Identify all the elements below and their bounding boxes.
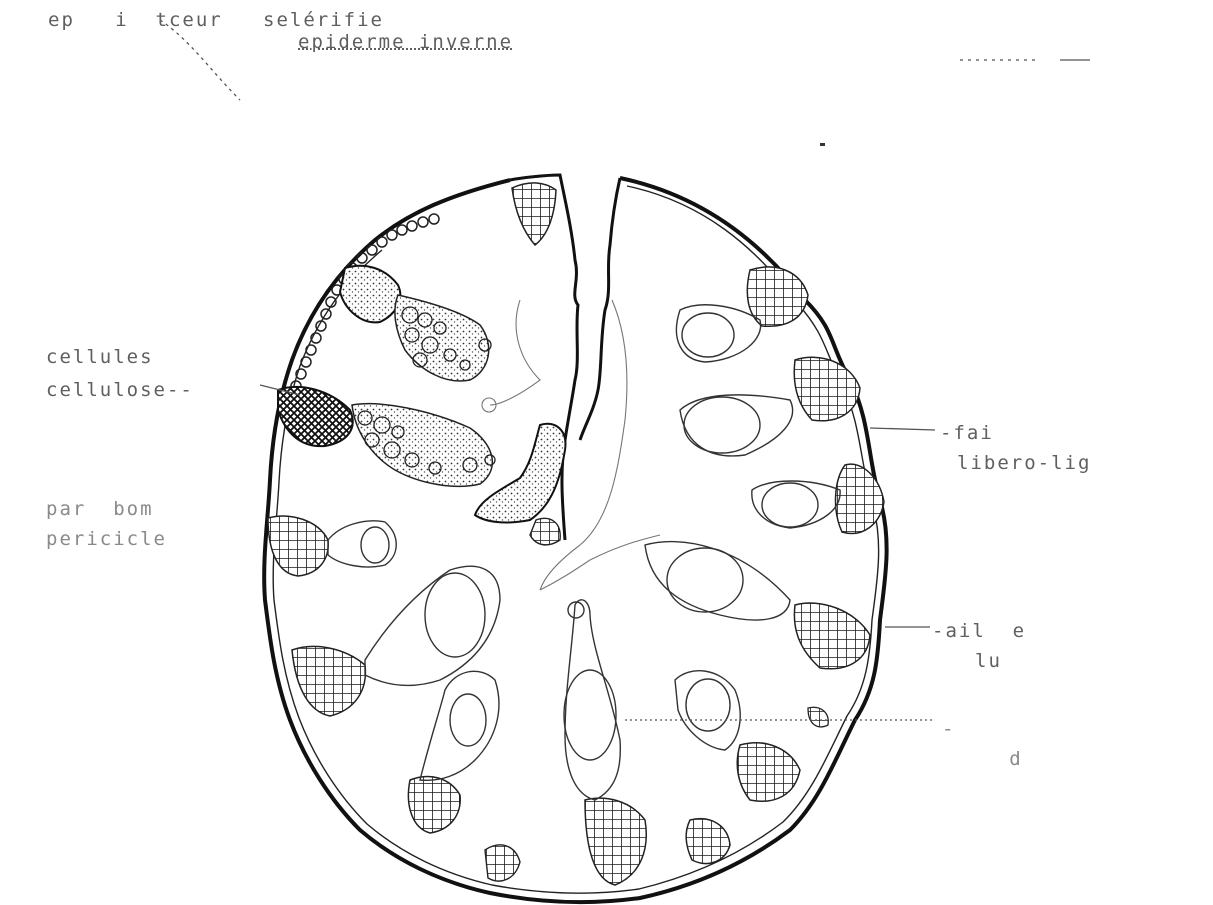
bundle-right-2 xyxy=(680,357,860,456)
bundle-left-3 xyxy=(268,516,396,576)
bundle-right-4 xyxy=(645,542,870,669)
bundle-upper-left xyxy=(512,183,556,245)
label-left-1: cellules xyxy=(46,345,154,369)
bundle-right-3 xyxy=(752,464,884,533)
bundle-bottom-left xyxy=(408,671,520,881)
label-right-2: libero-lig xyxy=(957,451,1132,475)
label-right-6: d xyxy=(942,747,1063,771)
bundle-bottom-center xyxy=(564,600,646,885)
label-left-4: pericicle xyxy=(46,527,167,551)
bundle-left-2 xyxy=(278,387,495,486)
label-left-2: cellulose-- xyxy=(46,378,194,402)
bundle-right-1 xyxy=(676,267,808,362)
label-top-line-1: ep i tceur selérifie xyxy=(48,8,384,32)
label-right-5: - xyxy=(942,717,996,741)
label-left-3: par bom xyxy=(46,497,154,521)
inner-tissue-lines xyxy=(482,300,660,590)
bundle-left-1 xyxy=(340,266,491,381)
label-right-4: lu xyxy=(975,649,1056,673)
bundle-right-5 xyxy=(675,671,828,802)
label-right-1: -fai xyxy=(940,421,1048,445)
label-right-3: -ail e xyxy=(932,619,1026,643)
bundle-bottom-right xyxy=(686,819,730,864)
tiny-dash-mark xyxy=(820,143,825,146)
label-top-line-2: epiderme inverne xyxy=(298,30,513,54)
bundle-center-small xyxy=(475,424,565,545)
